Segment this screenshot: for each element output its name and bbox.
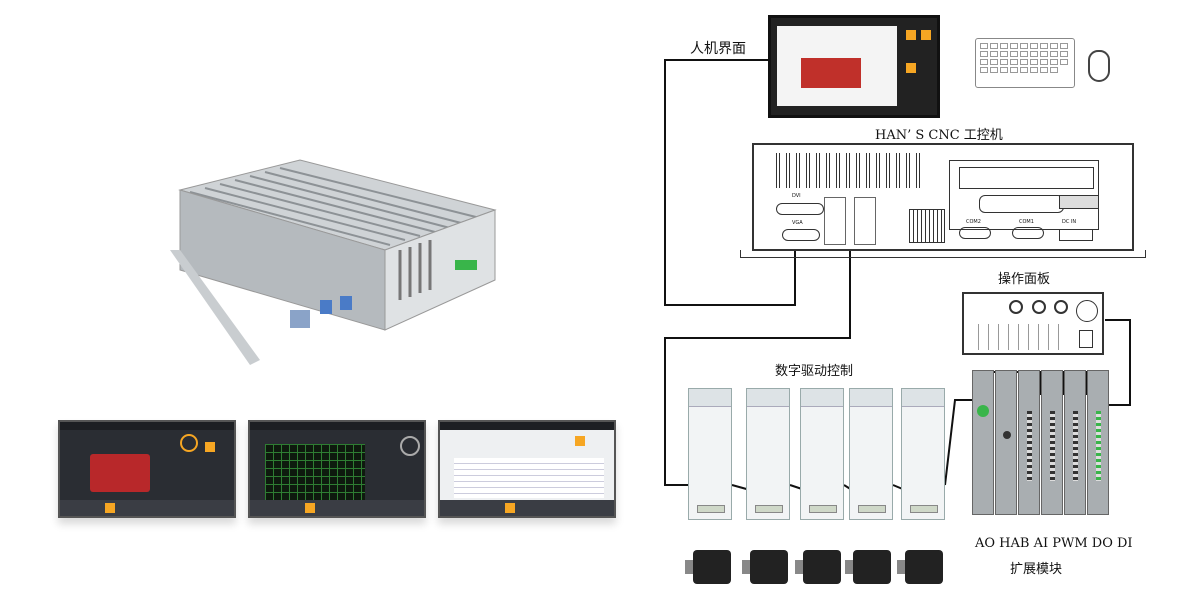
port-com2: COM2 — [966, 219, 981, 225]
keyboard-icon — [975, 38, 1075, 88]
servo-motor — [685, 550, 731, 584]
operation-panel — [962, 292, 1104, 355]
ipc-mount-bracket — [740, 250, 1146, 258]
expansion-module-di — [1087, 370, 1109, 515]
port-dc-in: DC IN — [1062, 219, 1077, 225]
port-vga: VGA — [792, 220, 803, 226]
drive-control-label: 数字驱动控制 — [775, 364, 854, 379]
expansion-module-hab — [995, 370, 1017, 515]
servo-motor — [795, 550, 841, 584]
servo-motor — [845, 550, 891, 584]
hmi-screenshot-params — [438, 420, 616, 518]
servo-drive — [901, 388, 945, 520]
hmi-monitor — [768, 15, 940, 118]
expansion-module-ao — [972, 370, 994, 515]
ipc-back-panel: DVI VGA COM2 COM1 DC IN — [752, 143, 1134, 251]
servo-motor — [897, 550, 943, 584]
hmi-label: 人机界面 — [690, 41, 746, 57]
servo-drive — [800, 388, 844, 520]
expansion-module-ai — [1018, 370, 1040, 515]
servo-motor — [742, 550, 788, 584]
modules-list-label: AO HAB AI PWM DO DI — [975, 536, 1133, 551]
expansion-module-pwm — [1041, 370, 1063, 515]
port-dvi: DVI — [792, 193, 801, 199]
mouse-icon — [1088, 50, 1110, 82]
hmi-screenshot-machine — [58, 420, 236, 518]
op-panel-label: 操作面板 — [998, 272, 1051, 287]
expansion-module-do — [1064, 370, 1086, 515]
servo-drive — [688, 388, 732, 520]
expansion-label: 扩展模块 — [1010, 562, 1063, 577]
servo-drive — [746, 388, 790, 520]
servo-drive — [849, 388, 893, 520]
hmi-screenshot-graph — [248, 420, 426, 518]
industrial-pc-image — [170, 150, 500, 370]
ipc-label: HAN’ S CNC 工控机 — [875, 128, 1003, 143]
port-com1: COM1 — [1019, 219, 1034, 225]
